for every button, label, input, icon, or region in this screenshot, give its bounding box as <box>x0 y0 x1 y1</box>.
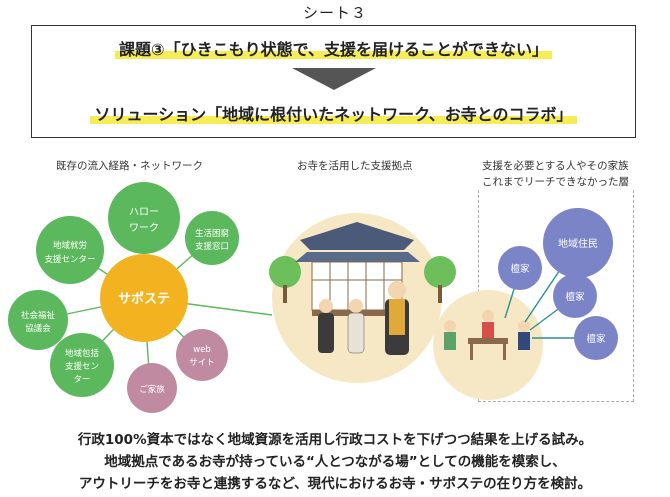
sheet-title: シート３ <box>302 4 367 22</box>
node-website-line1: web <box>193 345 211 355</box>
caption-existing-network: 既存の流入経路・ネットワーク <box>56 160 203 172</box>
temple-illustration <box>269 213 456 383</box>
community-gathering-illustration <box>433 290 543 400</box>
node-parishioner-3-label: 檀家 <box>586 333 606 345</box>
hub-label: サポステ <box>118 291 170 307</box>
node-parishioner-3: 檀家 <box>574 316 618 360</box>
problem-statement: 課題③「ひきこもり状態で、支援を届けることができない」 <box>32 36 635 60</box>
node-family: ご家族 <box>127 363 177 413</box>
node-hello-work: ハロー ワーク <box>108 182 180 254</box>
node-family-label: ご家族 <box>139 384 165 395</box>
node-parishioner-1-label: 檀家 <box>510 263 530 275</box>
problem-solution-box: 課題③「ひきこもり状態で、支援を届けることができない」 ソリューション「地域に根… <box>31 25 636 138</box>
node-community-care: 地域包括 支援セン ター <box>50 333 114 397</box>
node-website: web サイト <box>176 329 228 381</box>
node-community-resident-label: 地域住民 <box>558 237 598 250</box>
solution-text: ソリューション「地域に根付いたネットワーク、お寺とのコラボ」 <box>90 105 577 124</box>
summary-line1: 行政100%資本ではなく地域資源を活用し行政コストを下げつつ結果を上げる試み。 <box>77 432 593 448</box>
summary-text: 行政100%資本ではなく地域資源を活用し行政コストを下げつつ結果を上げる試み。 … <box>0 429 670 495</box>
problem-text: 課題③「ひきこもり状態で、支援を届けることができない」 <box>115 40 552 59</box>
node-social-welfare-line1: 社会福祉 <box>21 310 56 321</box>
node-hello-work-line1: ハロー <box>129 207 159 218</box>
node-website-line2: サイト <box>189 358 215 368</box>
node-employment-center-line1: 地域就労 <box>53 240 87 251</box>
summary-line3: アウトリーチをお寺と連携するなど、現代におけるお寺・サポステの在り方を検討。 <box>78 476 592 492</box>
down-arrow-icon <box>291 68 376 90</box>
monk-figures <box>318 281 409 355</box>
node-parishioner-1: 檀家 <box>498 246 542 290</box>
node-living-support: 生活困窮 支援窓口 <box>185 211 239 265</box>
node-parishioner-2: 檀家 <box>553 274 597 318</box>
node-parishioner-2-label: 檀家 <box>565 291 585 303</box>
solution-statement: ソリューション「地域に根付いたネットワーク、お寺とのコラボ」 <box>32 101 635 125</box>
caption-temple-hub: お寺を活用した支援拠点 <box>297 160 413 172</box>
caption-target-line1: 支援を必要とする人やその家族 <box>482 160 629 172</box>
node-community-care-line3: ター <box>73 375 90 385</box>
node-living-support-line1: 生活困窮 <box>195 228 229 239</box>
hub-circle-saposute <box>100 254 188 342</box>
node-social-welfare: 社会福祉 協議会 <box>8 290 68 350</box>
node-living-support-line2: 支援窓口 <box>195 241 229 252</box>
node-hello-work-line2: ワーク <box>129 222 159 234</box>
node-community-resident: 地域住民 <box>543 208 613 278</box>
node-employment-center: 地域就労 支援センター <box>36 216 104 284</box>
summary-line2: 地域拠点であるお寺が持っている“人とつながる場”としての機能を模索し、 <box>104 454 566 470</box>
node-community-care-line2: 支援セン <box>65 361 99 372</box>
caption-target-line2: これまでリーチできなかった層 <box>482 176 629 188</box>
node-community-care-line1: 地域包括 <box>65 348 100 359</box>
node-social-welfare-line2: 協議会 <box>25 323 51 334</box>
node-employment-center-line2: 支援センター <box>44 254 95 265</box>
